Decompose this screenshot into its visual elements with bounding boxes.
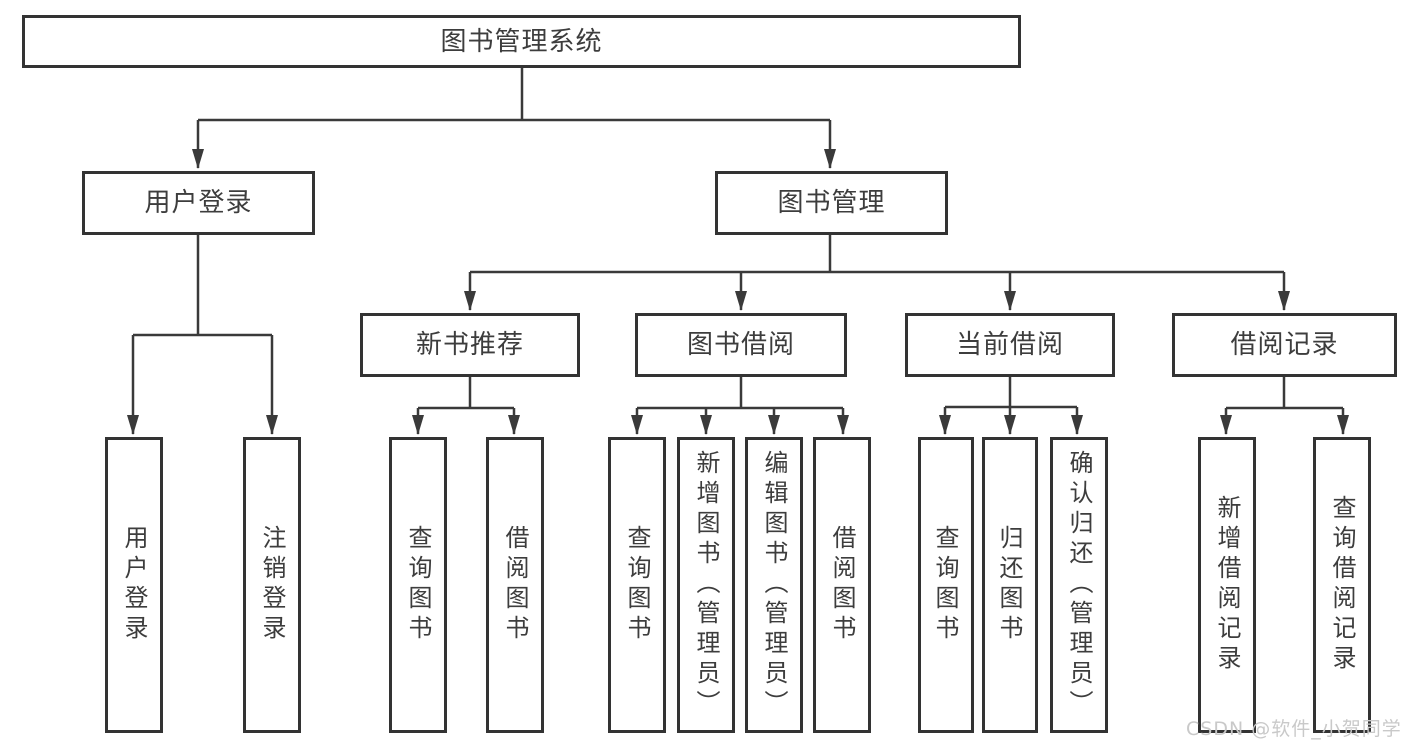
leaf-query-borrow-record: 查询借阅记录 [1313,437,1371,733]
leaf-query-books-borrowing: 查询图书 [608,437,666,733]
leaf-logout: 注销登录 [243,437,301,733]
leaf-query-books-recommend: 查询图书 [389,437,447,733]
node-user-login: 用户登录 [82,171,315,235]
tree-arrows [127,120,1349,435]
node-book-management: 图书管理 [715,171,948,235]
leaf-add-books-admin: 新增图书（管理员） [677,437,735,733]
leaf-edit-books-admin: 编辑图书（管理员） [745,437,803,733]
leaf-query-books-current: 查询图书 [918,437,974,733]
leaf-borrow-books-recommend: 借阅图书 [486,437,544,733]
leaf-user-login: 用户登录 [105,437,163,733]
node-book-borrowing: 图书借阅 [635,313,847,377]
node-borrowing-records: 借阅记录 [1172,313,1397,377]
node-library-management-system: 图书管理系统 [22,15,1021,68]
leaf-return-books: 归还图书 [982,437,1038,733]
tree-lines [133,68,1343,410]
watermark: CSDN @软件_小贺同学 [1186,718,1402,740]
node-current-borrowing: 当前借阅 [905,313,1115,377]
node-new-book-recommendation: 新书推荐 [360,313,580,377]
leaf-confirm-return-admin: 确认归还（管理员） [1050,437,1108,733]
leaf-borrow-books-borrowing: 借阅图书 [813,437,871,733]
leaf-add-borrow-record: 新增借阅记录 [1198,437,1256,733]
